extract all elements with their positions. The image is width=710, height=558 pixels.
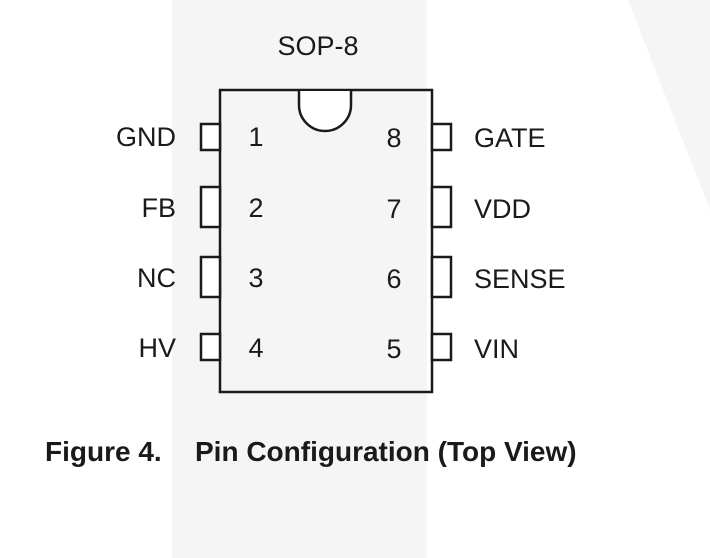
pin-8-lead <box>430 122 453 152</box>
ic-body <box>218 88 434 394</box>
pin-1-lead <box>199 122 222 152</box>
ic-outline <box>218 88 434 394</box>
figure-title: Pin Configuration (Top View) <box>195 436 577 467</box>
watermark-corner <box>628 0 710 210</box>
pin-label-6: SENSE <box>474 264 566 294</box>
pin-number-8: 8 <box>386 123 401 153</box>
pin1-notch <box>297 91 353 133</box>
pin-5-lead <box>430 332 453 362</box>
pin-label-4: HV <box>138 333 176 363</box>
pin-number-7: 7 <box>386 194 401 224</box>
pin-number-4: 4 <box>248 333 263 363</box>
right-pins <box>430 122 453 362</box>
pin-label-7: VDD <box>474 194 531 224</box>
pin-2-lead <box>199 185 222 229</box>
pin-number-2: 2 <box>248 193 263 223</box>
pin-number-3: 3 <box>248 263 263 293</box>
pin-label-8: GATE <box>474 123 546 153</box>
pin-label-1: GND <box>116 122 176 152</box>
pin-label-2: FB <box>141 193 176 223</box>
pin-number-1: 1 <box>248 122 263 152</box>
pin-label-5: VIN <box>474 334 519 364</box>
pin-number-5: 5 <box>386 334 401 364</box>
package-title: SOP-8 <box>277 31 358 61</box>
pin-7-lead <box>430 185 453 229</box>
figure-caption: Figure 4. Pin Configuration (Top View) <box>45 436 577 468</box>
left-pins <box>199 122 222 362</box>
pin-label-3: NC <box>137 263 176 293</box>
pin-3-lead <box>199 255 222 299</box>
pin-6-lead <box>430 255 453 299</box>
pin-4-lead <box>199 332 222 362</box>
figure-number: Figure 4. <box>45 436 162 467</box>
pin-number-6: 6 <box>386 264 401 294</box>
